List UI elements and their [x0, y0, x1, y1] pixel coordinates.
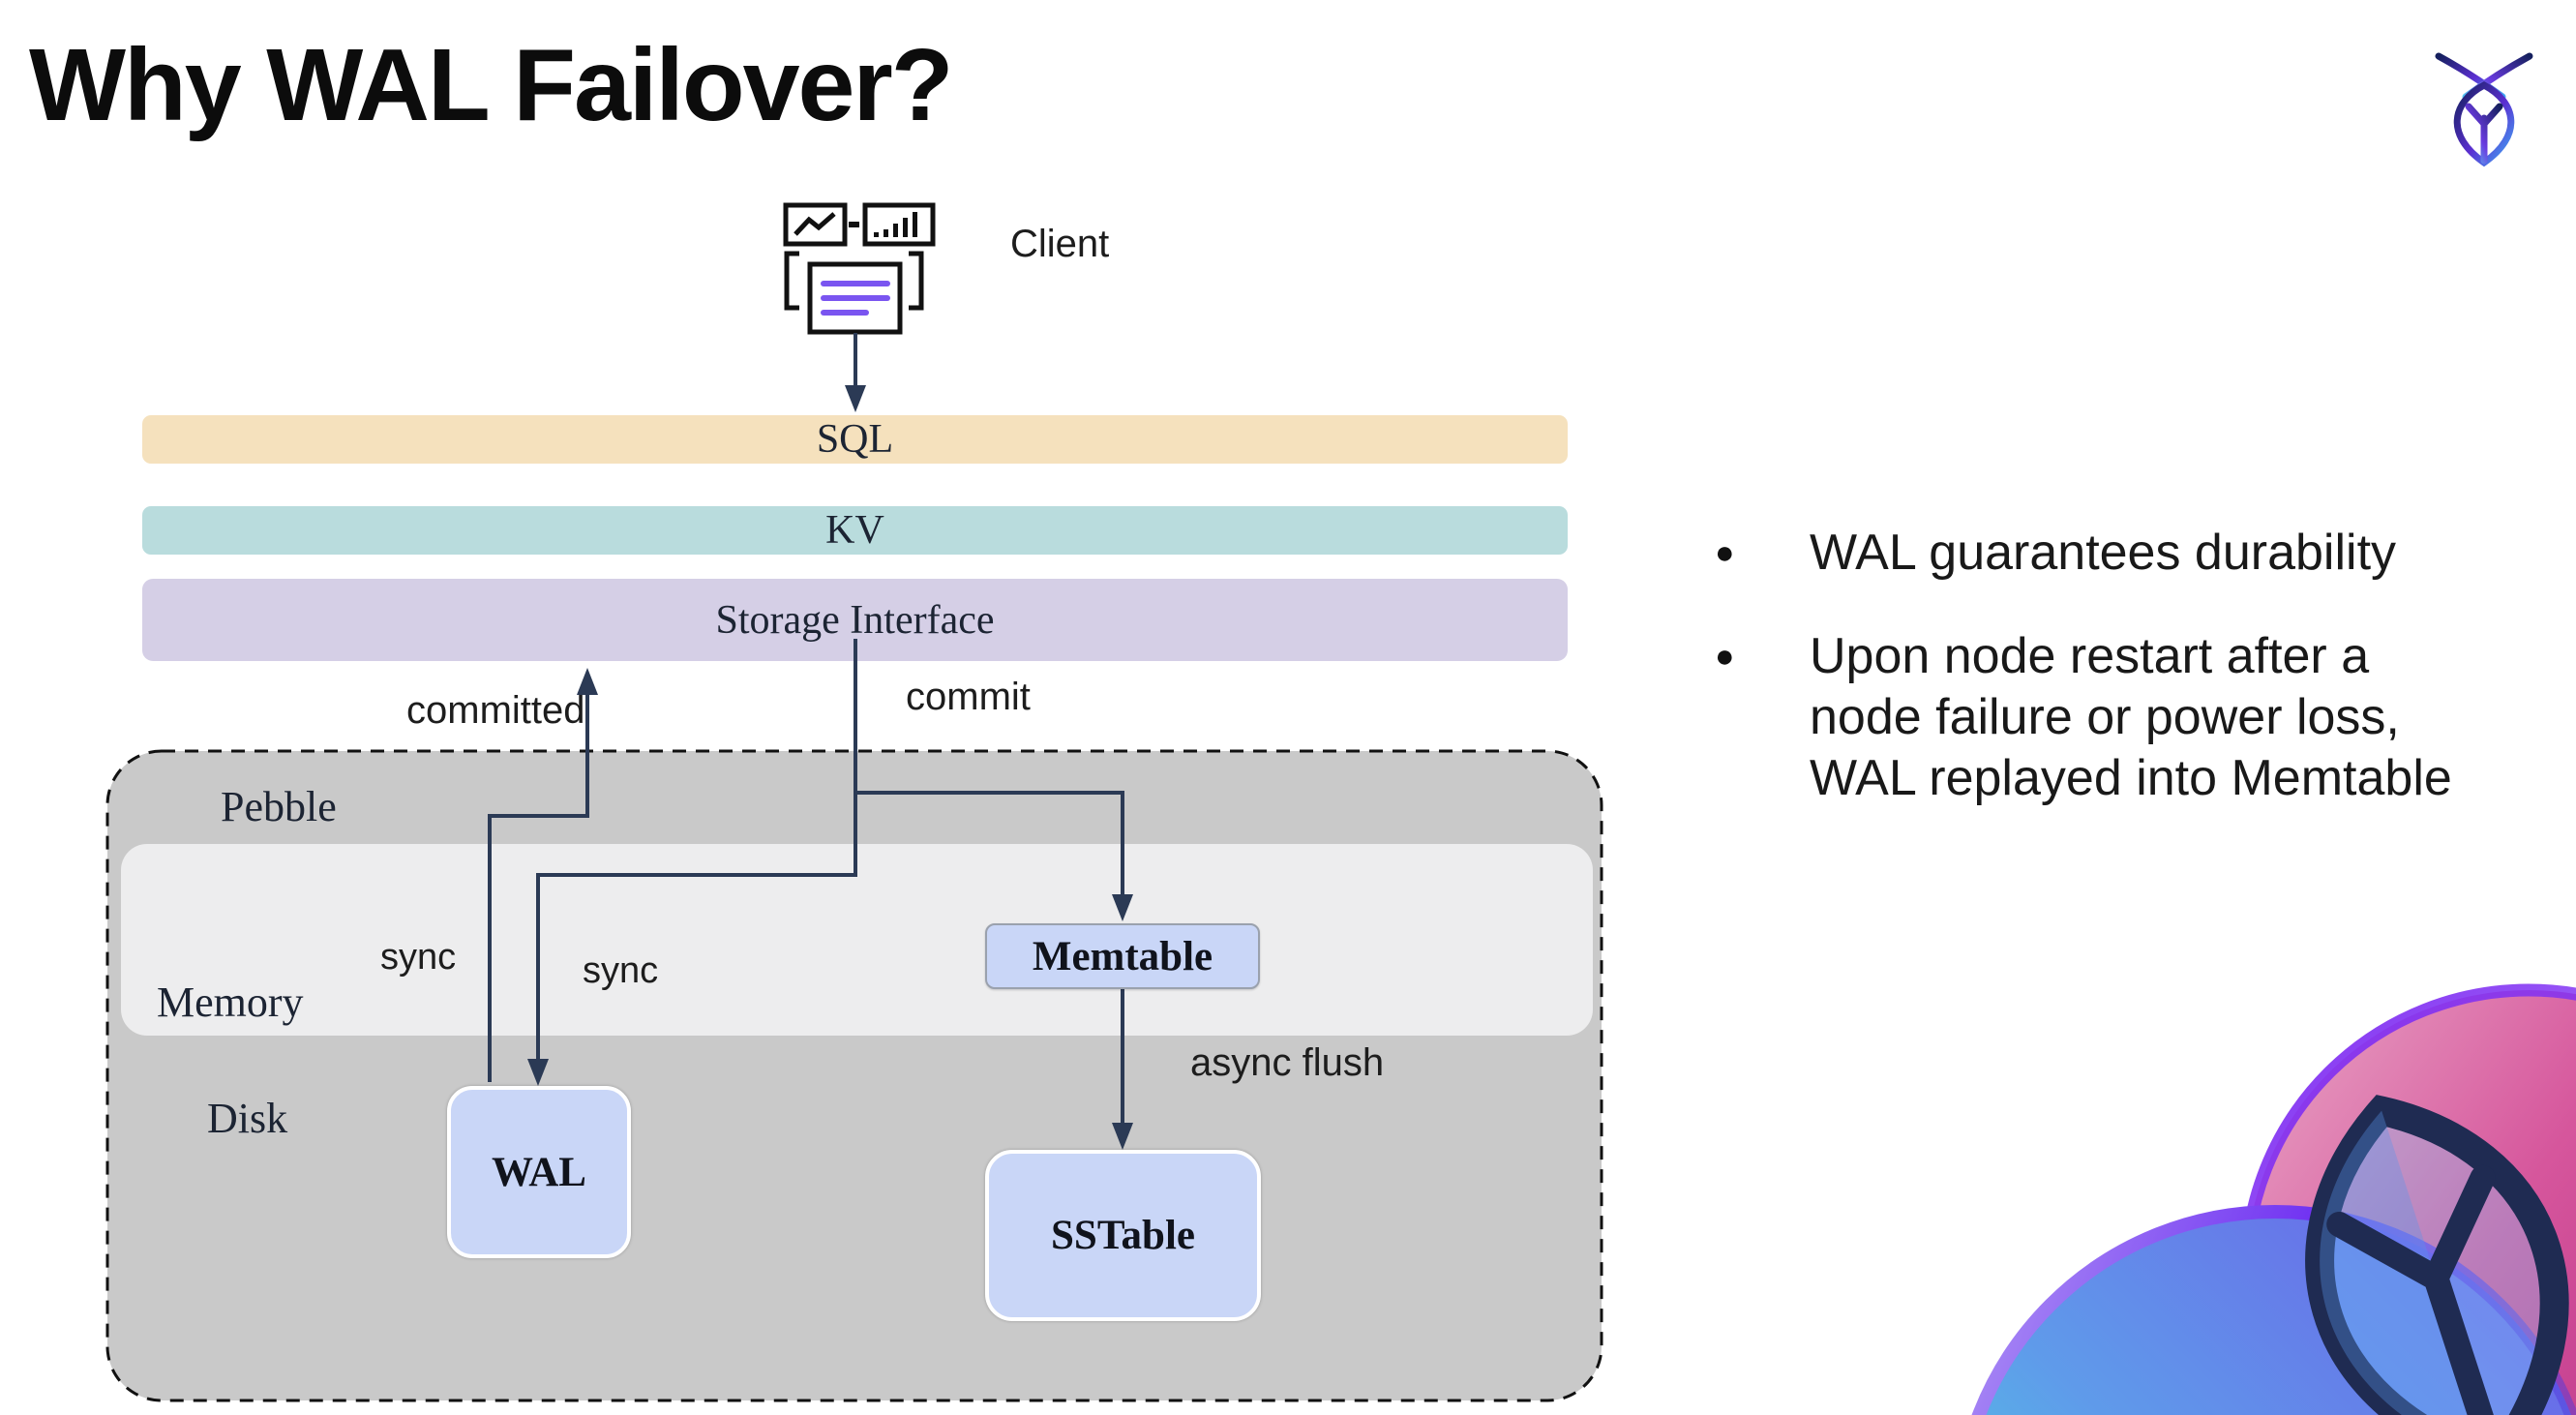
brand-decoration-image	[1971, 983, 2576, 1415]
layer-bar-sql: SQL	[142, 415, 1568, 464]
bullet-marker-icon: ●	[1715, 534, 1735, 571]
pebble-label: Pebble	[221, 783, 337, 830]
layer-bar-storage: Storage Interface	[142, 579, 1568, 661]
list-item: ● WAL guarantees durability	[1711, 523, 2524, 584]
layer-label-kv: KV	[825, 508, 884, 553]
wal-label: WAL	[492, 1149, 586, 1195]
client-icon	[783, 202, 936, 335]
memtable-label: Memtable	[1032, 933, 1213, 979]
sstable-label: SSTable	[1050, 1213, 1195, 1258]
bullet-marker-icon: ●	[1715, 638, 1735, 675]
bullet-list: ● WAL guarantees durability ● Upon node …	[1711, 523, 2524, 852]
bullet-text: WAL guarantees durability	[1810, 525, 2397, 581]
bullet-text: Upon node restart after a node failure o…	[1810, 628, 2452, 806]
sync-right-edge-label: sync	[583, 950, 659, 991]
wal-node: WAL	[447, 1086, 631, 1258]
layer-label-sql: SQL	[816, 417, 894, 462]
async-flush-edge-label: async flush	[1190, 1041, 1385, 1084]
memtable-node: Memtable	[985, 923, 1260, 989]
slide-title: Why WAL Failover?	[29, 28, 953, 142]
memory-label: Memory	[157, 978, 304, 1026]
client-label: Client	[1010, 223, 1110, 265]
arrow-client-to-sql	[845, 333, 866, 412]
disk-label: Disk	[207, 1095, 288, 1142]
layer-bar-kv: KV	[142, 506, 1568, 555]
commit-edge-label: commit	[906, 676, 1031, 718]
sstable-node: SSTable	[985, 1150, 1261, 1321]
memory-strip	[121, 844, 1593, 1036]
sync-left-edge-label: sync	[380, 937, 457, 978]
list-item: ● Upon node restart after a node failure…	[1711, 626, 2524, 809]
cockroachdb-logo-icon	[2435, 52, 2533, 167]
arrow-async-flush-memtable-to-sstable	[1112, 989, 1133, 1150]
committed-edge-label: committed	[406, 689, 585, 732]
layer-label-storage: Storage Interface	[715, 597, 995, 643]
